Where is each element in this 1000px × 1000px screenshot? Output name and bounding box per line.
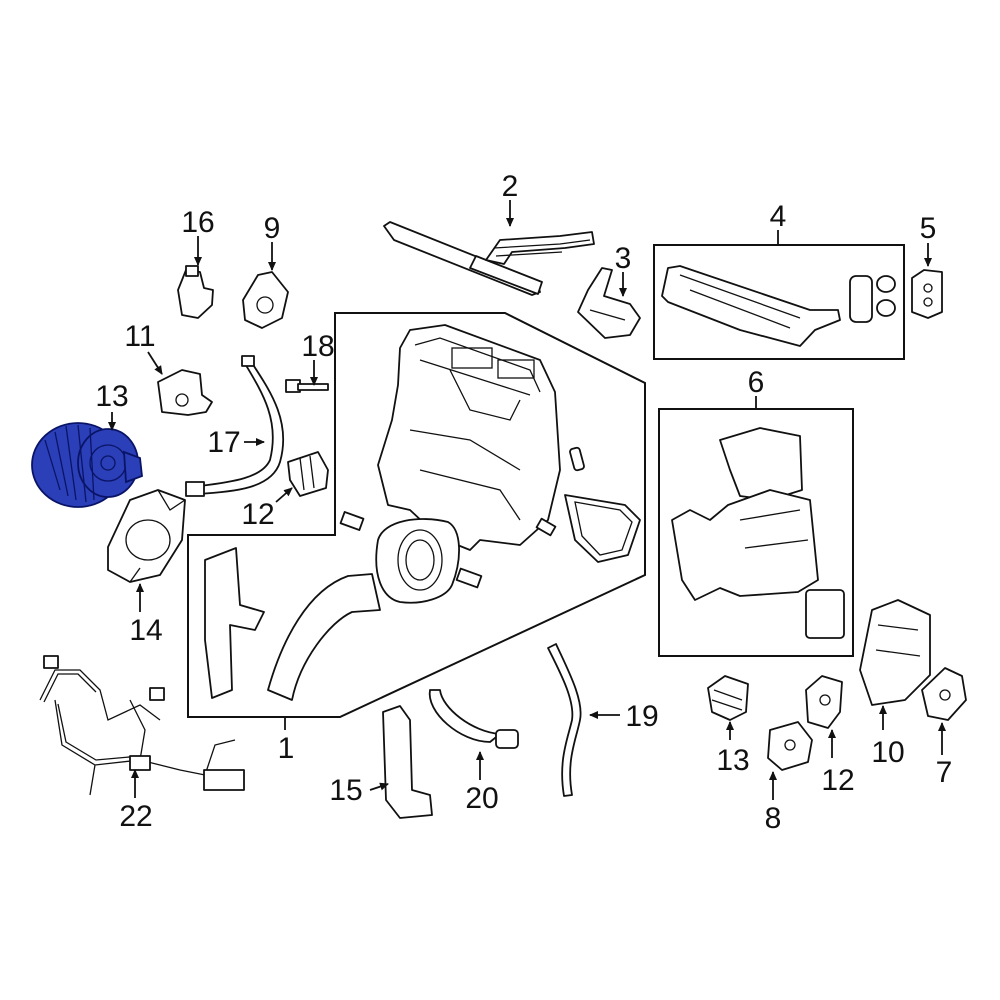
callout-4: 4 <box>770 200 787 233</box>
group-box-1 <box>187 312 646 718</box>
callout-19: 18 <box>301 330 334 363</box>
callout-2: 2 <box>502 170 519 203</box>
callout-13-right: 13 <box>716 744 749 777</box>
mount-part-15[interactable] <box>107 489 186 583</box>
hose-part-18[interactable] <box>185 355 285 497</box>
group-box-4 <box>653 244 905 360</box>
actuator-part-12[interactable] <box>805 675 843 729</box>
valve-part-3[interactable] <box>577 267 641 339</box>
bolt-part-19[interactable] <box>285 379 329 393</box>
hvac-housing-part-1[interactable] <box>204 324 641 701</box>
leader-lines <box>108 200 946 800</box>
callout-7: 7 <box>936 756 953 789</box>
hose-part-20[interactable] <box>547 643 582 797</box>
callout-8: 8 <box>765 802 782 835</box>
duct-fitting-part-13b[interactable] <box>707 675 749 721</box>
callout-21: 20 <box>465 782 498 815</box>
callout-1: 1 <box>278 732 295 765</box>
callout-3: 3 <box>615 242 632 275</box>
callout-15: 14 <box>129 614 162 647</box>
callout-11: 11 <box>124 320 155 353</box>
callout-17: 16 <box>181 206 214 239</box>
callout-14: 13 <box>95 380 128 413</box>
callout-13-left: 12 <box>241 498 274 531</box>
actuator-part-8[interactable] <box>767 721 813 771</box>
sensor-part-11[interactable] <box>157 369 213 416</box>
callout-9: 9 <box>264 212 281 245</box>
callout-20: 19 <box>625 700 658 733</box>
duct-part-16[interactable] <box>382 705 433 819</box>
evaporator-part-4[interactable] <box>661 265 896 347</box>
actuator-part-7[interactable] <box>921 667 967 721</box>
resistor-part-13a[interactable] <box>287 451 329 497</box>
connector-part-17[interactable] <box>177 265 214 319</box>
wire-harness-part-22[interactable] <box>39 655 245 796</box>
blower-motor-part-14[interactable] <box>31 422 143 508</box>
callout-18: 17 <box>207 426 240 459</box>
duct-assembly-part-6[interactable] <box>671 427 845 639</box>
heater-core-part-2[interactable] <box>383 221 595 296</box>
callout-10: 10 <box>871 736 904 769</box>
callout-22: 22 <box>119 800 152 833</box>
callout-16: 15 <box>329 774 362 807</box>
callout-12: 12 <box>821 764 854 797</box>
callout-6: 6 <box>748 366 765 399</box>
actuator-part-9[interactable] <box>242 271 289 329</box>
hose-part-21[interactable] <box>428 689 519 749</box>
callout-5: 5 <box>920 212 937 245</box>
expansion-valve-part-5[interactable] <box>911 269 943 319</box>
actuator-part-10[interactable] <box>859 599 931 706</box>
